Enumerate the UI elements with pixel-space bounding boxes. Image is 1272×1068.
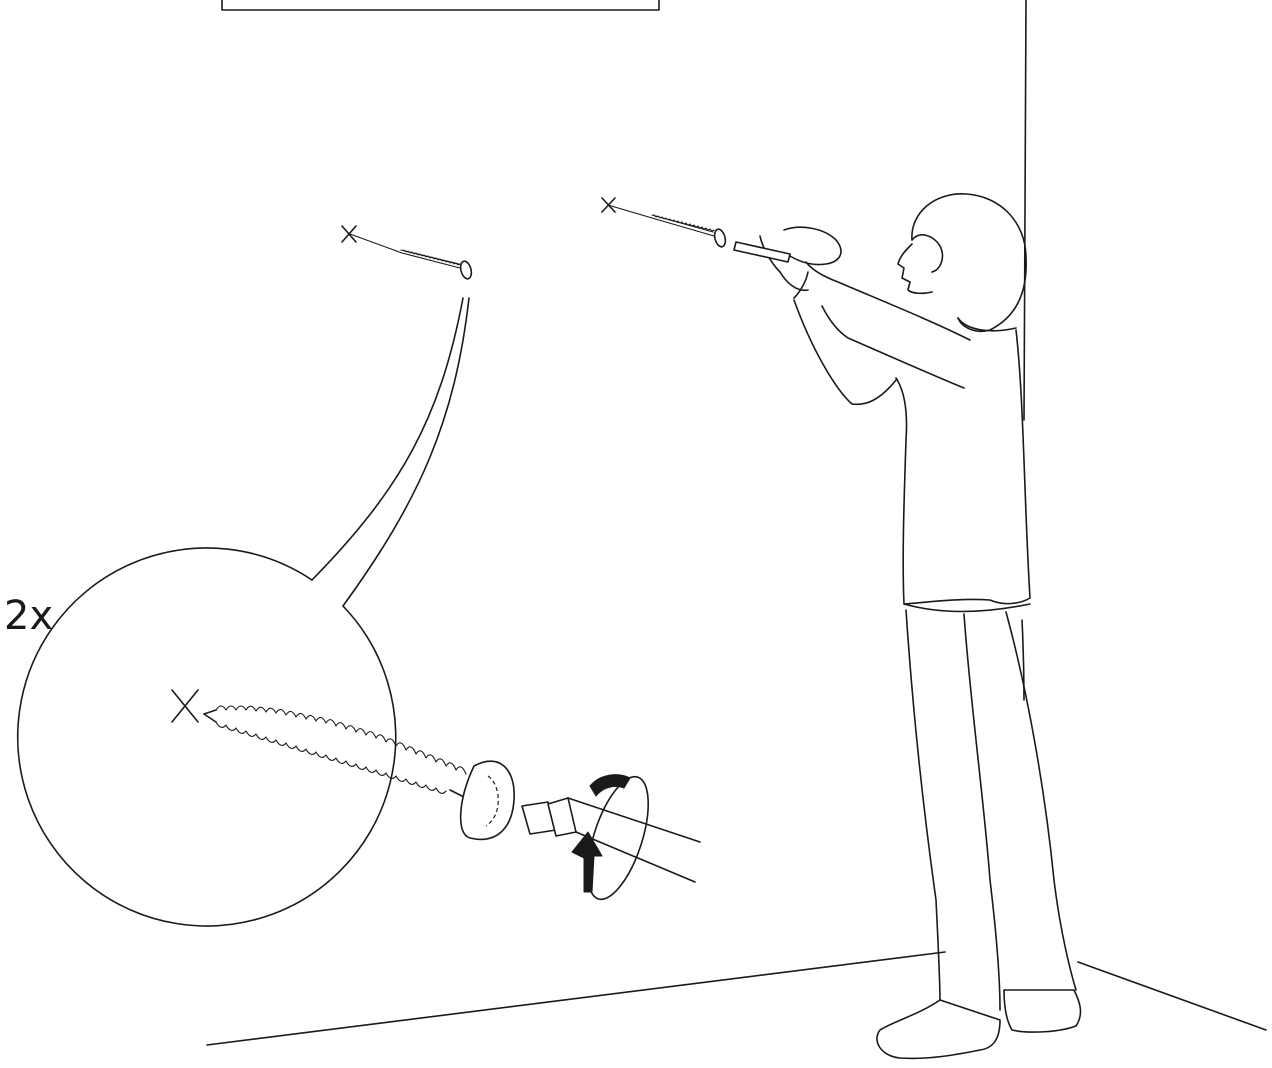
person-leg-crease [1021,619,1025,701]
person-neck [957,317,1017,332]
screw-left [341,225,473,280]
screw-right-guide [607,204,653,219]
person-shoe-right [1003,989,1082,1033]
detail-screw-tip-lower [203,713,217,723]
screw-left-head [459,260,473,280]
person-hair [911,193,1027,333]
header-box [221,0,660,11]
person-shoe-left [876,999,1001,1060]
person-hand-right [783,226,842,266]
detail-screwdriver [521,774,701,901]
detail-circle [16,547,397,927]
screwdriver-shaft [567,797,701,883]
person-face [897,243,933,295]
screw-right [601,197,727,248]
detail-screw-thread-top [215,705,467,775]
rotation-ring [586,775,650,901]
screw-right-thread [653,214,715,232]
drill-mark-left [341,225,357,243]
detail-screw [203,705,515,841]
person-arm-back-lower [821,305,965,389]
person-sweater-hem [903,603,1031,613]
screw-left-guide [349,233,403,254]
callout-pointer-left [311,297,464,581]
person-leg-right-outer [1005,611,1077,991]
person-arm-front-lower [793,299,897,406]
floor-line-left [206,951,946,1046]
screw-left-thread [403,249,461,266]
detail-screw-slot [485,775,499,827]
person-leg-left-outer [905,609,941,1001]
person-hand-left [759,235,809,292]
wall-corner-line [1023,0,1027,421]
detail-drill-mark [171,689,199,723]
person-leg-left-inner [963,613,1001,1011]
screw-right-head [713,228,727,248]
rotation-arrow-band-top [589,774,631,797]
floor-line-right [1077,961,1267,1031]
detail-screw-tip [203,709,217,715]
person-screwdriver [733,241,791,263]
person-torso [895,329,1031,605]
callout-pointer-right [342,297,470,607]
detail-screw-head [459,760,515,841]
rotation-arrow-head [571,831,603,893]
person-arm-front-upper [793,271,809,299]
person-arm-back-upper [805,261,971,341]
detail-screw-thread-bottom [215,721,447,794]
person [733,193,1082,1060]
quantity-label: 2x [4,593,54,639]
person-hair-fringe [911,234,944,273]
